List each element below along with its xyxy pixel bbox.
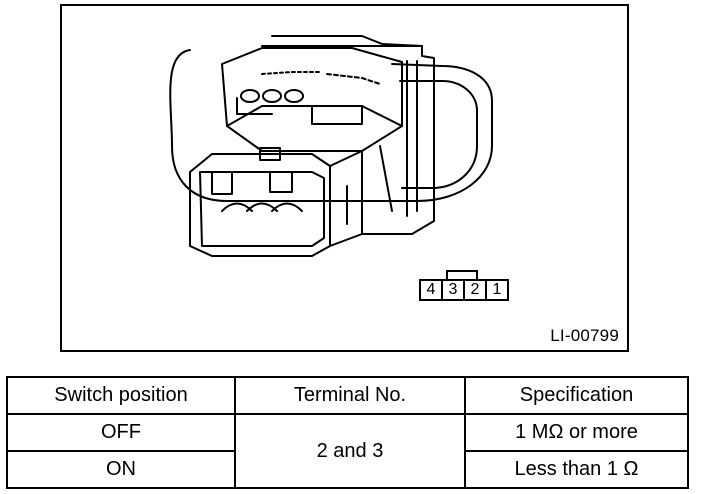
terminal-1: 1 <box>485 281 507 299</box>
cell-position-on: ON <box>6 450 236 489</box>
cell-position-off: OFF <box>6 413 236 452</box>
connector-top-body <box>221 47 403 152</box>
terminal-latch <box>446 270 478 279</box>
terminal-2: 2 <box>463 281 485 299</box>
terminal-row: 4 3 2 1 <box>419 279 509 301</box>
header-switch-position: Switch position <box>6 376 236 415</box>
header-specification: Specification <box>464 376 689 415</box>
spec-table: Switch position Terminal No. Specificati… <box>6 376 689 489</box>
cell-spec-on: Less than 1 Ω <box>464 450 689 489</box>
header-terminal-no: Terminal No. <box>234 376 466 415</box>
connector-inner-loop <box>399 80 478 189</box>
table-row: ON Less than 1 Ω <box>6 450 689 489</box>
cell-terminal: 2 and 3 <box>234 413 466 489</box>
figure-id: LI-00799 <box>550 326 619 345</box>
connector-outer-loop <box>169 49 493 202</box>
terminal-diagram: 4 3 2 1 <box>411 269 519 309</box>
table-header-row: Switch position Terminal No. Specificati… <box>6 376 689 415</box>
cell-spec-off: 1 MΩ or more <box>464 413 689 452</box>
connector-figure: 4 3 2 1 LI-00799 <box>60 4 629 352</box>
table-row: OFF 2 and 3 1 MΩ or more <box>6 413 689 489</box>
terminal-4: 4 <box>426 281 436 298</box>
terminal-3: 3 <box>441 281 463 299</box>
connector-drawing <box>169 35 493 257</box>
connector-front-plug <box>189 153 331 257</box>
